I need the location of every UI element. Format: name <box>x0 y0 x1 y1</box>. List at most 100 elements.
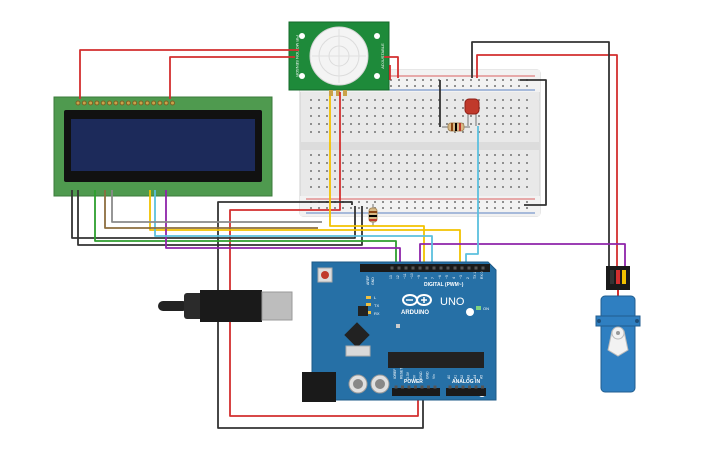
breadboard-hole <box>510 178 512 180</box>
breadboard-hole <box>494 178 496 180</box>
breadboard-hole <box>350 107 352 109</box>
breadboard-hole <box>454 207 456 209</box>
breadboard-hole <box>470 115 472 117</box>
breadboard-hole <box>430 123 432 125</box>
arduino-model-label: UNO <box>440 296 465 308</box>
pin-label: GND <box>419 371 423 379</box>
breadboard-hole <box>494 170 496 172</box>
breadboard-hole <box>502 131 504 133</box>
breadboard-hole <box>414 107 416 109</box>
breadboard-hole <box>406 131 408 133</box>
breadboard-hole <box>374 123 376 125</box>
breadboard-hole <box>494 162 496 164</box>
wire-purple-servo2 <box>419 243 626 268</box>
breadboard-hole <box>438 79 440 81</box>
breadboard-hole <box>502 201 504 203</box>
breadboard-hole <box>398 207 400 209</box>
breadboard-hole <box>358 123 360 125</box>
breadboard-hole <box>518 201 520 203</box>
breadboard-hole <box>478 85 480 87</box>
breadboard-hole <box>326 115 328 117</box>
breadboard-hole <box>518 115 520 117</box>
breadboard-hole <box>518 99 520 101</box>
breadboard-hole <box>438 85 440 87</box>
breadboard-hole <box>478 99 480 101</box>
breadboard-hole <box>390 99 392 101</box>
breadboard-hole <box>430 186 432 188</box>
breadboard-hole <box>430 201 432 203</box>
header-pin <box>460 266 464 270</box>
breadboard-hole <box>518 186 520 188</box>
breadboard-hole <box>510 201 512 203</box>
breadboard-hole <box>518 178 520 180</box>
breadboard-hole <box>502 154 504 156</box>
breadboard-hole <box>430 115 432 117</box>
wire-brown-lcd <box>104 190 318 229</box>
breadboard-hole <box>446 186 448 188</box>
breadboard-hole <box>374 170 376 172</box>
pin-label: 3.3V <box>406 371 410 379</box>
breadboard-hole <box>326 170 328 172</box>
breadboard-hole <box>526 99 528 101</box>
pin-label: IOREF <box>393 369 397 379</box>
breadboard-hole <box>502 170 504 172</box>
breadboard-hole <box>494 154 496 156</box>
breadboard-hole <box>382 201 384 203</box>
pin-label: A1 <box>454 375 458 379</box>
breadboard-hole <box>326 107 328 109</box>
breadboard-hole <box>342 99 344 101</box>
breadboard-hole <box>462 79 464 81</box>
power-header <box>392 388 440 396</box>
breadboard-hole <box>414 123 416 125</box>
header-pin <box>439 266 443 270</box>
lcd-pin <box>138 100 144 106</box>
breadboard-hole <box>390 162 392 164</box>
breadboard-hole <box>470 162 472 164</box>
breadboard-hole <box>446 201 448 203</box>
breadboard-hole <box>438 131 440 133</box>
pin-label: RESET <box>400 368 404 379</box>
lcd-pin <box>94 100 100 106</box>
wire-red-pir <box>384 56 399 78</box>
breadboard-hole <box>510 99 512 101</box>
breadboard-hole <box>350 123 352 125</box>
breadboard-hole <box>334 131 336 133</box>
breadboard-hole <box>358 131 360 133</box>
header-pin <box>390 266 394 270</box>
breadboard-hole <box>510 123 512 125</box>
breadboard-hole <box>318 162 320 164</box>
breadboard-hole <box>526 178 528 180</box>
breadboard-hole <box>494 207 496 209</box>
breadboard-hole <box>478 201 480 203</box>
breadboard-hole <box>502 99 504 101</box>
pin-label: 7 <box>431 277 435 279</box>
breadboard-hole <box>422 178 424 180</box>
breadboard-hole <box>406 115 408 117</box>
header-pin <box>453 266 457 270</box>
breadboard-hole <box>478 178 480 180</box>
pin-label: Vin <box>432 374 436 379</box>
breadboard-hole <box>342 186 344 188</box>
breadboard-hole <box>462 99 464 101</box>
breadboard-hole <box>374 186 376 188</box>
breadboard-hole <box>406 201 408 203</box>
breadboard-hole <box>486 201 488 203</box>
breadboard-hole <box>430 207 432 209</box>
breadboard-hole <box>502 123 504 125</box>
breadboard-hole <box>518 207 520 209</box>
breadboard-hole <box>462 107 464 109</box>
breadboard-hole <box>454 131 456 133</box>
breadboard-hole <box>318 170 320 172</box>
breadboard-hole <box>398 170 400 172</box>
breadboard-hole <box>310 131 312 133</box>
breadboard-hole <box>334 115 336 117</box>
breadboard-hole <box>398 154 400 156</box>
breadboard-hole <box>446 131 448 133</box>
header-pin <box>474 266 478 270</box>
breadboard-hole <box>430 154 432 156</box>
breadboard-hole <box>454 178 456 180</box>
breadboard-hole <box>470 170 472 172</box>
breadboard-hole <box>422 170 424 172</box>
breadboard-hole <box>334 178 336 180</box>
breadboard-hole <box>326 99 328 101</box>
